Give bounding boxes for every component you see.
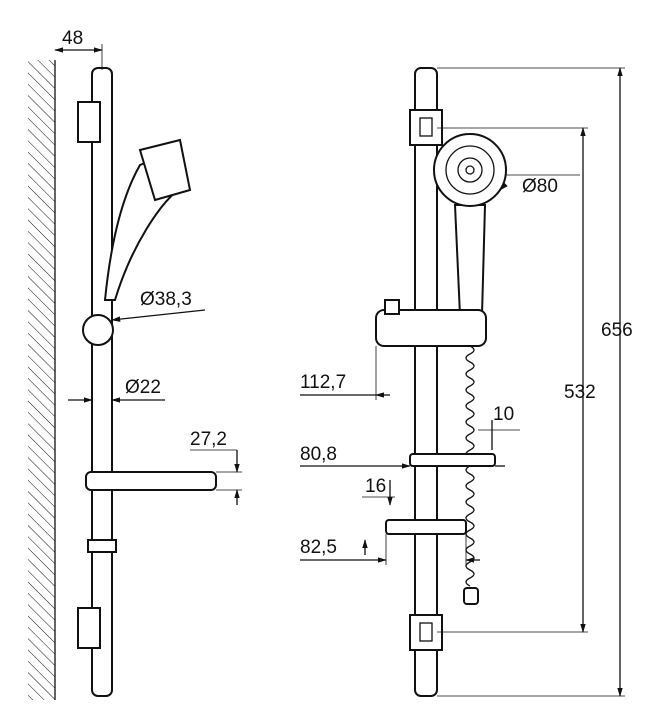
slider — [375, 309, 487, 347]
left-side-view: 48 Ø38,3 Ø22 27,2 — [28, 28, 242, 700]
top-bracket — [77, 101, 101, 143]
rail-ring — [87, 539, 117, 553]
dim-head-diameter: Ø80 — [522, 176, 558, 197]
dim-ball-diameter: Ø38,3 — [140, 289, 192, 310]
dim-rail-diameter: Ø22 — [125, 377, 161, 398]
rail-bar — [91, 67, 113, 697]
dim-dish-width: 80,8 — [300, 444, 337, 465]
bottom-bracket-front — [409, 614, 443, 651]
wall-hatch — [28, 60, 55, 700]
handshower-handle — [453, 204, 487, 316]
shower-head-front — [433, 133, 507, 207]
soap-dish-side — [85, 471, 217, 491]
holder-front — [385, 519, 467, 535]
dim-holder-width: 82,5 — [300, 537, 337, 558]
hose-nut — [463, 587, 479, 605]
dim-slider-width: 112,7 — [300, 372, 346, 393]
top-bracket-front — [409, 109, 443, 146]
dim-bracket-spacing: 532 — [564, 382, 596, 403]
soap-dish-front — [409, 453, 496, 467]
dim-total-height: 656 — [601, 320, 633, 341]
dim-dish-offset: 16 — [365, 476, 386, 497]
dim-dish-height: 27,2 — [190, 429, 227, 450]
dim-wall-offset: 48 — [62, 28, 83, 49]
ball-joint — [82, 314, 114, 346]
rail-bar-front — [414, 67, 438, 697]
bottom-bracket — [77, 607, 101, 649]
shower-head-side — [138, 138, 192, 202]
right-front-view: 112,7 Ø80 656 532 10 80,8 16 82,5 — [300, 67, 633, 697]
dim-hose-gap: 10 — [493, 404, 514, 425]
